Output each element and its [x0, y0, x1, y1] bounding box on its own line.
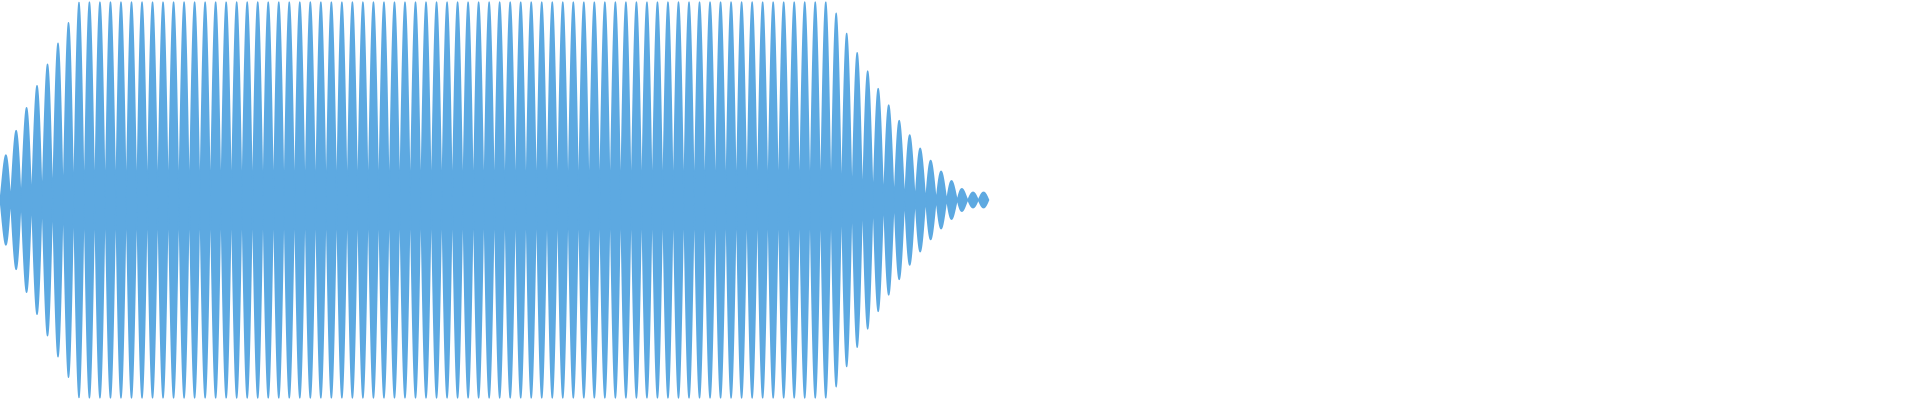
waveform-trace — [0, 1, 990, 399]
